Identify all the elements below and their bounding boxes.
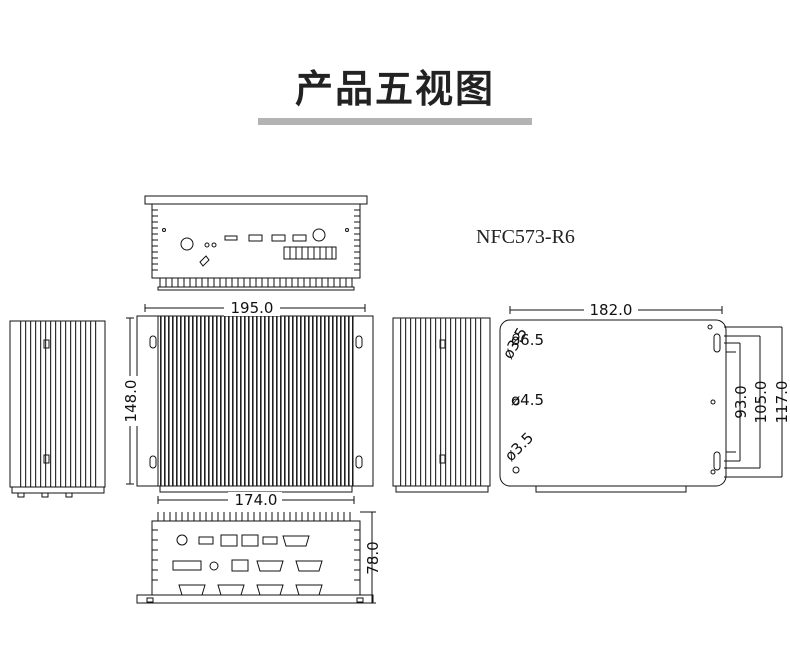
sim-slot-icon — [224, 235, 238, 241]
page-title: 产品五视图 — [294, 67, 495, 111]
left-side-bracket — [43, 454, 50, 464]
dim-line-93 — [724, 342, 741, 462]
dim-117-label: 117.0 — [773, 381, 790, 424]
mount-slot-icon — [146, 597, 154, 603]
power-button-icon — [180, 237, 194, 251]
title-underline — [258, 118, 532, 125]
top-panel-fin-base — [157, 286, 355, 291]
usb-port-icon — [262, 536, 278, 545]
dim-line-78 — [360, 511, 376, 604]
right-side-bracket — [439, 339, 446, 349]
com-port-icon — [295, 584, 323, 596]
com-port-icon — [256, 584, 284, 596]
dim-bg — [584, 302, 638, 318]
mount-slot-icon — [356, 597, 364, 603]
lan-port-icon — [231, 559, 249, 572]
led-icon — [204, 242, 210, 248]
left-side-fins — [18, 321, 98, 487]
lan-port-icon — [220, 534, 238, 547]
usb-port-icon — [292, 234, 307, 242]
dc-jack-icon — [176, 534, 188, 546]
base-view — [499, 306, 783, 493]
left-side-view — [9, 320, 106, 498]
dim-line-105 — [724, 335, 761, 469]
ground-icon — [199, 255, 210, 267]
top-panel-flange — [144, 195, 368, 205]
dim-182-label: 182.0 — [590, 301, 633, 319]
dim-bg — [228, 492, 282, 508]
vga-port-icon — [282, 535, 310, 547]
rear-panel-body — [151, 520, 361, 596]
terminal-block-icon — [172, 560, 202, 571]
com-port-icon — [178, 584, 206, 596]
right-side-foot — [395, 485, 489, 493]
front-view-body-edge — [157, 316, 354, 486]
left-side-foot-pad — [65, 492, 73, 498]
front-view-fins — [158, 316, 353, 486]
led-icon — [211, 242, 217, 248]
hole-icon — [710, 469, 716, 475]
right-side-view — [392, 317, 491, 493]
mount-slot-icon — [355, 455, 363, 469]
dim-line-117 — [724, 326, 783, 478]
rear-panel-side-fins — [152, 529, 360, 581]
mount-slot-icon — [355, 335, 363, 349]
hole-a-label: ø6.5 — [511, 331, 544, 349]
right-side-fins — [400, 318, 482, 486]
base-ports-strip — [535, 485, 687, 493]
left-side-foot-pad — [17, 492, 25, 498]
top-panel-view — [144, 195, 368, 291]
hole-icon — [512, 333, 520, 341]
gpio-terminal-pins — [289, 247, 333, 259]
mount-slot-icon — [149, 335, 157, 349]
left-side-bracket — [43, 339, 50, 349]
hole-d-label: ø3.5 — [501, 429, 537, 465]
audio-jack-icon — [209, 561, 219, 571]
dim-195-label: 195.0 — [231, 299, 274, 317]
right-side-bracket — [439, 454, 446, 464]
dim-93-label: 93.0 — [732, 385, 750, 418]
hole-icon — [710, 399, 716, 405]
hole-icon — [512, 466, 520, 474]
hole-icon — [512, 398, 520, 406]
dim-bg — [122, 376, 138, 426]
hole-c-label: ø4.5 — [511, 391, 544, 409]
dim-78-label: 78.0 — [364, 541, 382, 574]
dim-148-label: 148.0 — [122, 380, 140, 423]
top-panel-right-fins — [354, 209, 360, 271]
hole-icon — [707, 324, 713, 330]
usb-port-icon — [248, 234, 263, 242]
dim-105-label: 105.0 — [752, 381, 770, 424]
rear-panel-top-fins — [157, 512, 351, 521]
gpio-terminal-icon — [283, 246, 337, 260]
left-side-foot-pad — [41, 492, 49, 498]
screw-icon — [345, 228, 349, 232]
model-label: NFC573-R6 — [476, 226, 575, 248]
base-slot-icon — [713, 333, 721, 353]
usb-port-icon — [271, 234, 286, 242]
ps2-port-icon — [312, 228, 326, 242]
rear-panel-flange — [136, 594, 374, 604]
lan-port-icon — [241, 534, 259, 547]
base-slot-icon — [713, 451, 721, 471]
com-port-icon — [295, 560, 323, 572]
screw-icon — [162, 228, 166, 232]
top-panel-left-fins — [152, 209, 158, 271]
left-side-foot — [11, 486, 105, 494]
dim-bg — [224, 300, 280, 316]
front-view — [126, 304, 374, 504]
usb-port-icon — [198, 536, 214, 545]
com-port-icon — [256, 560, 284, 572]
dim-174-label: 174.0 — [235, 491, 278, 509]
top-panel-bottom-fins — [159, 278, 353, 287]
mount-slot-icon — [149, 455, 157, 469]
com-port-icon — [217, 584, 245, 596]
rear-panel-view — [136, 511, 376, 604]
